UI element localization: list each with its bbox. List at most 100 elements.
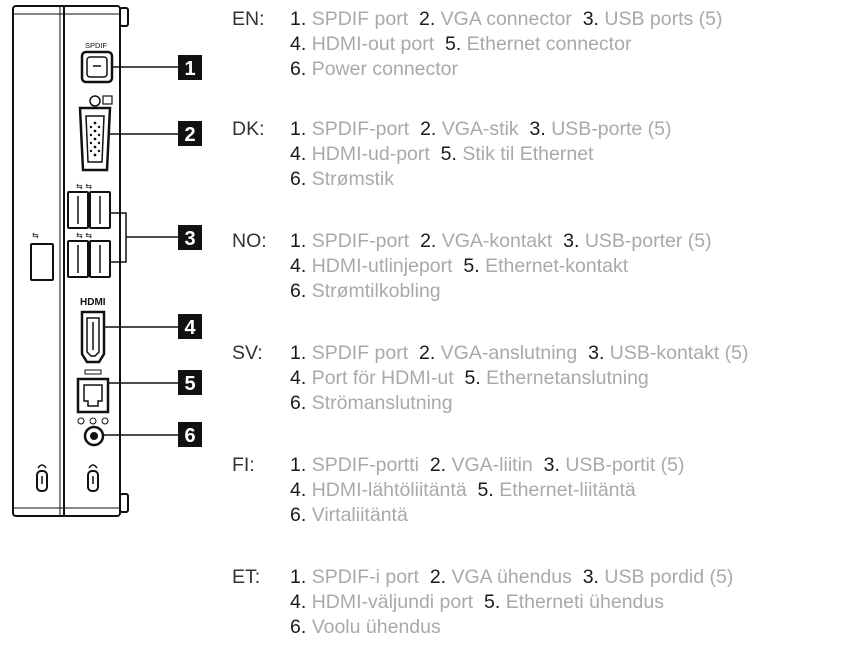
item-number: 4. xyxy=(290,367,307,389)
item-label: Ethernet-kontakt xyxy=(485,255,629,277)
svg-text:⇆ ⇆: ⇆ ⇆ xyxy=(76,182,92,191)
item-label: USB-porter (5) xyxy=(584,230,712,252)
item-number: 2. xyxy=(418,8,436,30)
item-number: 1. xyxy=(290,8,307,30)
item-label: SPDIF-i port xyxy=(311,566,419,588)
item-label: Voolu ühendus xyxy=(311,616,441,638)
language-code: SV: xyxy=(232,342,263,364)
legend-items: 1. SPDIF-port 2. VGA-kontakt 3. USB-port… xyxy=(290,229,712,254)
svg-text:2: 2 xyxy=(184,124,195,146)
item-number: 6. xyxy=(290,504,307,526)
item-label: Strömanslutning xyxy=(311,392,453,414)
item-label: HDMI-lähtöliitäntä xyxy=(311,479,467,501)
spdif-port-label: SPDIF xyxy=(85,41,108,50)
item-label: Virtaliitäntä xyxy=(311,504,408,526)
item-number: 4. xyxy=(290,255,307,277)
legend-items: 4. HDMI-utlinjeport 5. Ethernet-kontakt xyxy=(290,254,628,279)
item-label: USB-porte (5) xyxy=(551,118,672,140)
item-label: VGA ühendus xyxy=(451,566,572,588)
legend-items: 6. Strømtilkobling xyxy=(290,279,441,304)
item-number: 5. xyxy=(477,479,494,501)
item-number: 4. xyxy=(290,33,307,55)
item-label: USB ports (5) xyxy=(604,8,723,30)
device-casing xyxy=(12,5,121,517)
legend-items: 4. HDMI-lähtöliitäntä 5. Ethernet-liitän… xyxy=(290,478,636,503)
svg-text:⇆ ⇆: ⇆ ⇆ xyxy=(76,231,92,240)
legend-items: 1. SPDIF port 2. VGA-anslutning 3. USB-k… xyxy=(290,341,749,366)
legend-items: 1. SPDIF port 2. VGA connector 3. USB po… xyxy=(290,7,723,32)
item-number: 1. xyxy=(290,118,307,140)
legend-items: 1. SPDIF-portti 2. VGA-liitin 3. USB-por… xyxy=(290,453,685,478)
ethernet-connector xyxy=(76,369,110,414)
item-label: Power connector xyxy=(311,58,459,80)
item-label: HDMI-utlinjeport xyxy=(311,255,453,277)
callout-2: 2 xyxy=(178,121,202,146)
item-number: 4. xyxy=(290,479,307,501)
item-number: 2. xyxy=(420,118,437,140)
item-label: Stik til Ethernet xyxy=(462,143,594,165)
legend-items: 4. HDMI-ud-port 5. Stik til Ethernet xyxy=(290,142,593,167)
language-code: EN: xyxy=(232,8,265,30)
item-number: 5. xyxy=(444,33,462,55)
item-label: USB-portit (5) xyxy=(565,454,685,476)
power-connector xyxy=(77,417,109,447)
callout-1: 1 xyxy=(178,55,202,80)
legend-items: 6. Virtaliitäntä xyxy=(290,503,408,528)
language-code: NO: xyxy=(232,230,267,252)
item-number: 3. xyxy=(563,230,580,252)
item-number: 3. xyxy=(529,118,546,140)
spdif-port xyxy=(80,50,114,84)
item-label: HDMI-väljundi port xyxy=(311,591,474,613)
item-number: 4. xyxy=(290,143,307,165)
language-code: ET: xyxy=(232,566,261,588)
item-label: SPDIF-portti xyxy=(311,454,419,476)
item-label: VGA-stik xyxy=(441,118,519,140)
language-code: FI: xyxy=(232,454,255,476)
item-number: 6. xyxy=(290,392,307,414)
legend-items: 6. Strömanslutning xyxy=(290,391,453,416)
item-label: Ethernetanslutning xyxy=(486,367,649,389)
item-number: 1. xyxy=(290,566,307,588)
item-number: 3. xyxy=(582,566,599,588)
legend-items: 6. Strømstik xyxy=(290,167,394,192)
hdmi-port xyxy=(80,310,106,364)
item-number: 4. xyxy=(290,591,307,613)
item-label: Ethernet-liitäntä xyxy=(499,479,636,501)
item-label: USB pordid (5) xyxy=(604,566,734,588)
legend-items: 1. SPDIF-i port 2. VGA ühendus 3. USB po… xyxy=(290,565,733,590)
item-label: Ethernet connector xyxy=(466,33,632,55)
callout-6: 6 xyxy=(178,422,202,447)
item-number: 1. xyxy=(290,230,307,252)
item-label: Port för HDMI-ut xyxy=(311,367,454,389)
item-number: 2. xyxy=(429,566,447,588)
device-illustration: ⇆ ⇆ ⇆ ⇆ ⇆ xyxy=(12,5,129,517)
bumper-bottom-right xyxy=(119,493,129,513)
bumper-top-right xyxy=(119,7,129,27)
legend-items: 4. HDMI-väljundi port 5. Etherneti ühend… xyxy=(290,590,664,615)
item-number: 6. xyxy=(290,168,307,190)
legend-items: 6. Power connector xyxy=(290,57,458,82)
item-number: 5. xyxy=(464,367,481,389)
item-label: HDMI-ud-port xyxy=(311,143,430,165)
item-label: VGA connector xyxy=(440,8,572,30)
legend-items: 6. Voolu ühendus xyxy=(290,615,441,640)
item-number: 6. xyxy=(290,616,307,638)
svg-text:6: 6 xyxy=(184,425,195,447)
item-number: 6. xyxy=(290,280,307,302)
hdmi-port-label: HDMI xyxy=(80,297,106,308)
item-label: SPDIF port xyxy=(311,8,409,30)
language-code: DK: xyxy=(232,118,265,140)
item-number: 2. xyxy=(418,342,436,364)
item-number: 1. xyxy=(290,342,307,364)
callout-5: 5 xyxy=(178,370,202,395)
svg-text:3: 3 xyxy=(184,228,195,250)
item-label: SPDIF-port xyxy=(311,230,410,252)
item-label: SPDIF-port xyxy=(311,118,410,140)
item-number: 6. xyxy=(290,58,307,80)
item-label: Strømstik xyxy=(311,168,395,190)
item-number: 3. xyxy=(588,342,605,364)
usb-ports-main: ⇆ ⇆ ⇆ ⇆ xyxy=(67,182,111,278)
legend-items: 4. HDMI-out port 5. Ethernet connector xyxy=(290,32,631,57)
item-label: VGA-anslutning xyxy=(440,342,578,364)
